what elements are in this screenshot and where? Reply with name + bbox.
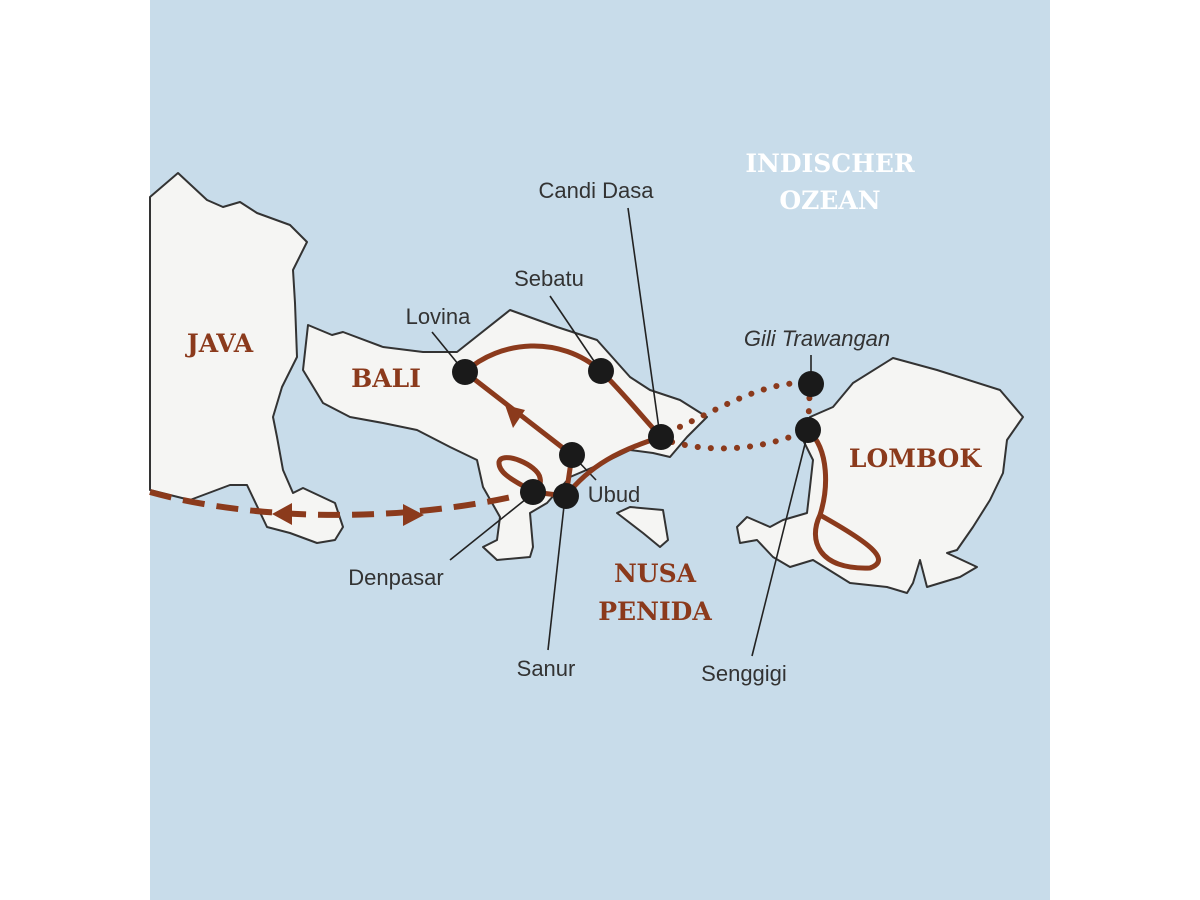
arrow-up-icon: [505, 405, 525, 428]
label-candi-dasa: Candi Dasa: [539, 178, 655, 203]
stop-candi-dasa[interactable]: [648, 424, 674, 450]
label-denpasar: Denpasar: [348, 565, 443, 590]
arrow-right-icon: [403, 504, 424, 526]
ferry-route-java-bali: [149, 489, 534, 518]
leader-sebatu: [549, 295, 601, 371]
label-gili-trawangan: Gili Trawangan: [744, 326, 890, 351]
label-ubud: Ubud: [588, 482, 641, 507]
stop-ubud[interactable]: [559, 442, 585, 468]
label-lovina: Lovina: [406, 304, 472, 329]
stop-denpasar[interactable]: [520, 479, 546, 505]
region-java: JAVA: [185, 329, 254, 358]
label-senggigi: Senggigi: [701, 661, 787, 686]
region-penida: PENIDA: [598, 597, 712, 626]
ocean-label-line2: OZEAN: [779, 186, 880, 215]
label-sebatu: Sebatu: [514, 266, 584, 291]
stop-lovina[interactable]: [452, 359, 478, 385]
stop-sanur[interactable]: [553, 483, 579, 509]
stop-gili-trawangan[interactable]: [798, 371, 824, 397]
island-nusa-penida: [616, 506, 669, 548]
stop-senggigi[interactable]: [795, 417, 821, 443]
leader-candi-dasa: [627, 207, 661, 437]
label-sanur: Sanur: [517, 656, 576, 681]
ocean-label-line1: INDISCHER: [745, 149, 915, 178]
region-nusa: NUSA: [614, 559, 697, 588]
stop-sebatu[interactable]: [588, 358, 614, 384]
route-lombok-loop: [805, 427, 881, 571]
leader-senggigi: [751, 431, 809, 657]
island-lombok: [736, 357, 1024, 594]
leader-denpasar: [449, 494, 532, 561]
leader-sanur: [547, 496, 566, 651]
region-bali: BALI: [351, 364, 421, 393]
arrow-left-icon: [272, 503, 292, 525]
island-java: [149, 172, 344, 544]
region-lombok: LOMBOK: [849, 444, 982, 473]
